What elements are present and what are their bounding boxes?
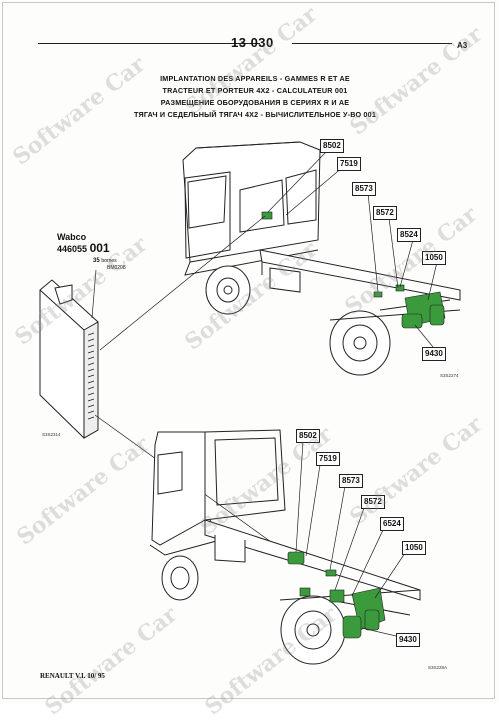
ecu-pin-count: 35 — [93, 258, 100, 264]
callout-top-8524: 8524 — [397, 228, 421, 242]
callout-top-8572: 8572 — [373, 206, 397, 220]
ecu-part-number: 446055 001 — [57, 241, 110, 255]
bottom-leader-lines — [295, 440, 406, 637]
callout-bottom-1050: 1050 — [402, 541, 426, 555]
title-line-fr-2: TRACTEUR ET PORTEUR 4X2 - CALCULATEUR 00… — [162, 86, 348, 95]
header-rule-right — [292, 43, 452, 44]
technical-drawing — [39, 141, 461, 665]
page-border — [2, 2, 495, 699]
callout-top-9430: 9430 — [422, 347, 446, 361]
top-truck-drawing — [182, 141, 461, 376]
bottom-components — [287, 551, 386, 639]
bottom-figure-ref: S3S228A — [428, 665, 448, 670]
ecu-module-drawing — [39, 269, 297, 561]
footer-division: V.I. — [75, 672, 86, 680]
ecu-label: Wabco 446055 001 — [57, 232, 110, 255]
ecu-figure-ref: S3S2314 — [42, 432, 61, 437]
bottom-truck-drawing — [149, 429, 421, 665]
top-components — [261, 211, 446, 329]
header-rule-left — [38, 43, 260, 44]
callout-top-7519: 7519 — [337, 157, 361, 171]
top-leader-lines — [99, 150, 438, 351]
sheet-label: A3 — [457, 41, 468, 50]
callout-bottom-6524: 6524 — [380, 517, 404, 531]
callout-bottom-9430: 9430 — [396, 633, 420, 647]
ecu-part-prefix: 446055 — [57, 244, 88, 254]
footer: RENAULT V.I. 10/ 95 — [40, 672, 105, 680]
ecu-connector-ref: BM0208 — [107, 265, 126, 271]
document-number: 13 030 — [231, 35, 274, 50]
callout-bottom-8502: 8502 — [296, 429, 320, 443]
callout-bottom-8573: 8573 — [339, 474, 363, 488]
title-line-ru-2: ТЯГАЧ И СЕДЕЛЬНЫЙ ТЯГАЧ 4X2 - ВЫЧИСЛИТЕЛ… — [133, 110, 377, 119]
footer-date: 10/ 95 — [87, 672, 105, 680]
title-line-ru-1: РАЗМЕЩЕНИЕ ОБОРУДОВАНИЯ В СЕРИЯХ R И AE — [160, 98, 350, 107]
footer-brand: RENAULT — [40, 672, 74, 680]
top-figure-ref: S3S2274 — [440, 373, 459, 378]
ecu-brand: Wabco — [57, 232, 87, 242]
title-block: IMPLANTATION DES APPAREILS - GAMMES R ET… — [100, 73, 410, 121]
callout-top-8573: 8573 — [352, 182, 376, 196]
title-line-fr-1: IMPLANTATION DES APPAREILS - GAMMES R ET… — [160, 74, 350, 83]
ecu-pin-label: 35 bornes BM0208 — [93, 258, 126, 272]
callout-top-1050: 1050 — [422, 251, 446, 265]
callout-top-8502: 8502 — [320, 139, 344, 153]
callout-bottom-7519: 7519 — [316, 452, 340, 466]
ecu-part-suffix: 001 — [89, 241, 110, 255]
callout-bottom-8572: 8572 — [361, 495, 385, 509]
ecu-pin-word: bornes — [101, 258, 117, 264]
